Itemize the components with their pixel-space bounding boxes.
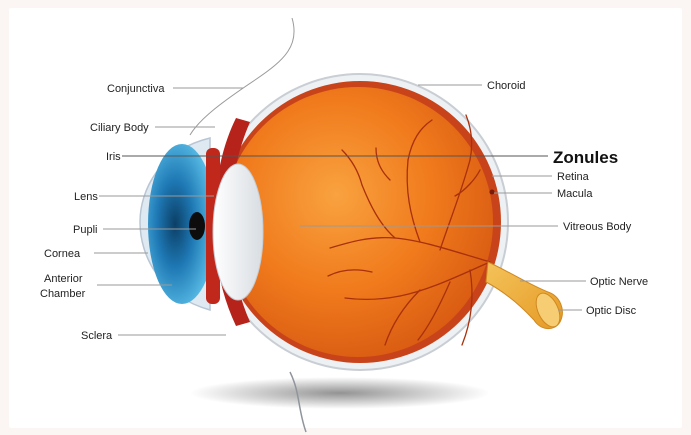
label-sclera: Sclera (81, 330, 113, 342)
pupil (189, 212, 205, 240)
macula-spot (490, 190, 495, 195)
label-lens: Lens (74, 191, 98, 203)
label-ciliary-body: Ciliary Body (90, 122, 149, 134)
label-optic-nerve: Optic Nerve (590, 276, 648, 288)
label-cornea: Cornea (44, 248, 81, 260)
label-iris: Iris (106, 151, 121, 163)
iris (148, 144, 216, 304)
label-retina: Retina (557, 171, 590, 183)
label-pupil: Pupli (73, 224, 97, 236)
ground-shadow (190, 377, 490, 409)
label-anterior: Anterior (44, 273, 83, 285)
lens (213, 164, 263, 300)
label-choroid: Choroid (487, 80, 526, 92)
label-chamber: Chamber (40, 288, 86, 300)
label-optic-disc: Optic Disc (586, 305, 637, 317)
label-zonules: Zonules (553, 148, 618, 167)
label-macula: Macula (557, 188, 593, 200)
label-vitreous-body: Vitreous Body (563, 221, 632, 233)
label-conjunctiva: Conjunctiva (107, 83, 165, 95)
vitreous-body (223, 87, 493, 357)
